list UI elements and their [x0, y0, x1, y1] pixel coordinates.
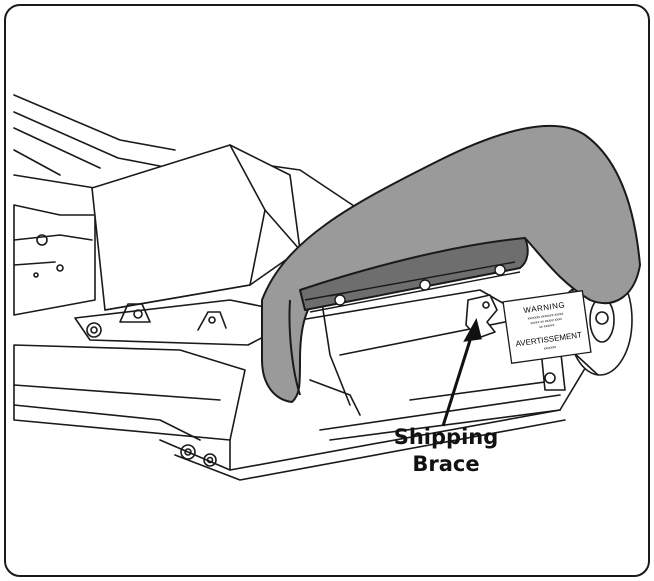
handle-rail-upper-2 — [13, 111, 171, 169]
callout-line-1: Shipping — [393, 425, 499, 449]
svg-text:xxxxxxx: xxxxxxx — [543, 345, 556, 351]
discharge-shroud — [261, 124, 641, 403]
shroud-inner-shadow — [299, 237, 529, 311]
handle-rail-lower — [13, 127, 101, 169]
deck-left-plate — [13, 204, 96, 316]
deck-skirt — [13, 344, 246, 441]
svg-text:xxxxx xx xxxxx xxxx: xxxxx xx xxxxx xxxx — [530, 317, 562, 325]
callout-arrow — [441, 317, 482, 427]
callout-line-2: Brace — [412, 452, 480, 476]
warning-decal: WARNING xxxxxxx xxxxxxx xxxxx xxxxx xx x… — [502, 290, 592, 364]
shipping-brace-label: Shipping Brace — [382, 424, 510, 478]
svg-text:xx xxxxxx: xx xxxxxx — [539, 323, 555, 329]
handle-rail-upper — [13, 94, 176, 151]
svg-text:xxxxxxx xxxxxxx xxxxx: xxxxxxx xxxxxxx xxxxx — [527, 312, 564, 321]
